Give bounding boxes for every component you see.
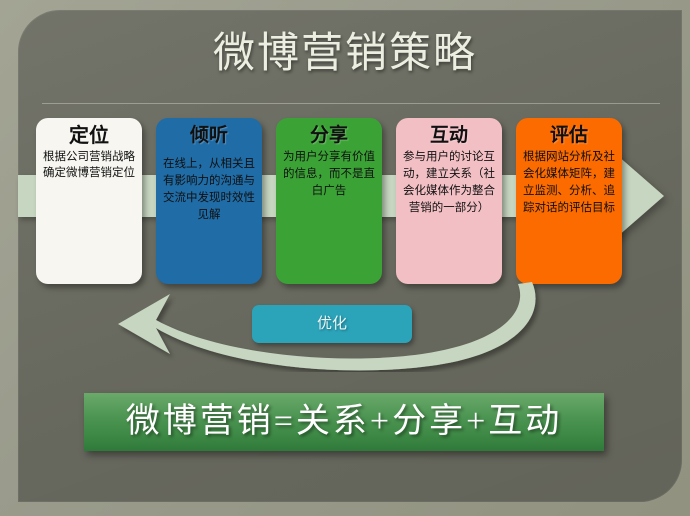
step-title: 互动 (429, 125, 468, 146)
slide-title: 微博营销策略 (212, 31, 477, 77)
title-divider (42, 103, 660, 104)
process-step-evaluation[interactable]: 评估 根据网站分析及社会化媒体矩阵，建立监测、分析、追踪对话的评估目标 (516, 118, 622, 284)
summary-banner-text: 微博营销=关系+分享+互动 (125, 403, 563, 440)
step-body: 参与用户的讨论互动，建立关系（社会化媒体作为整合营销的一部分） (403, 151, 495, 214)
summary-banner: 微博营销=关系+分享+互动 (84, 393, 604, 451)
step-title: 分享 (309, 125, 348, 146)
step-body: 根据网站分析及社会化媒体矩阵，建立监测、分析、追踪对话的评估目标 (523, 151, 615, 214)
optimize-label-box[interactable]: 优化 (252, 305, 412, 343)
step-body: 根据公司营销战略确定微博营销定位 (43, 151, 135, 179)
process-step-sharing[interactable]: 分享 为用户分享有价值的信息，而不是直白广告 (276, 118, 382, 284)
process-step-positioning[interactable]: 定位 根据公司营销战略确定微博营销定位 (36, 118, 142, 284)
step-body: 为用户分享有价值的信息，而不是直白广告 (283, 151, 375, 197)
process-step-interaction[interactable]: 互动 参与用户的讨论互动，建立关系（社会化媒体作为整合营销的一部分） (396, 118, 502, 284)
step-title: 倾听 (189, 125, 228, 146)
step-title: 评估 (549, 125, 588, 146)
feedback-loop-arrow-icon (118, 282, 536, 371)
step-body: 在线上，从相关且有影响力的沟通与交流中发现时效性见解 (163, 158, 255, 221)
step-title: 定位 (69, 125, 109, 147)
process-step-listening[interactable]: 倾听 在线上，从相关且有影响力的沟通与交流中发现时效性见解 (156, 118, 262, 284)
